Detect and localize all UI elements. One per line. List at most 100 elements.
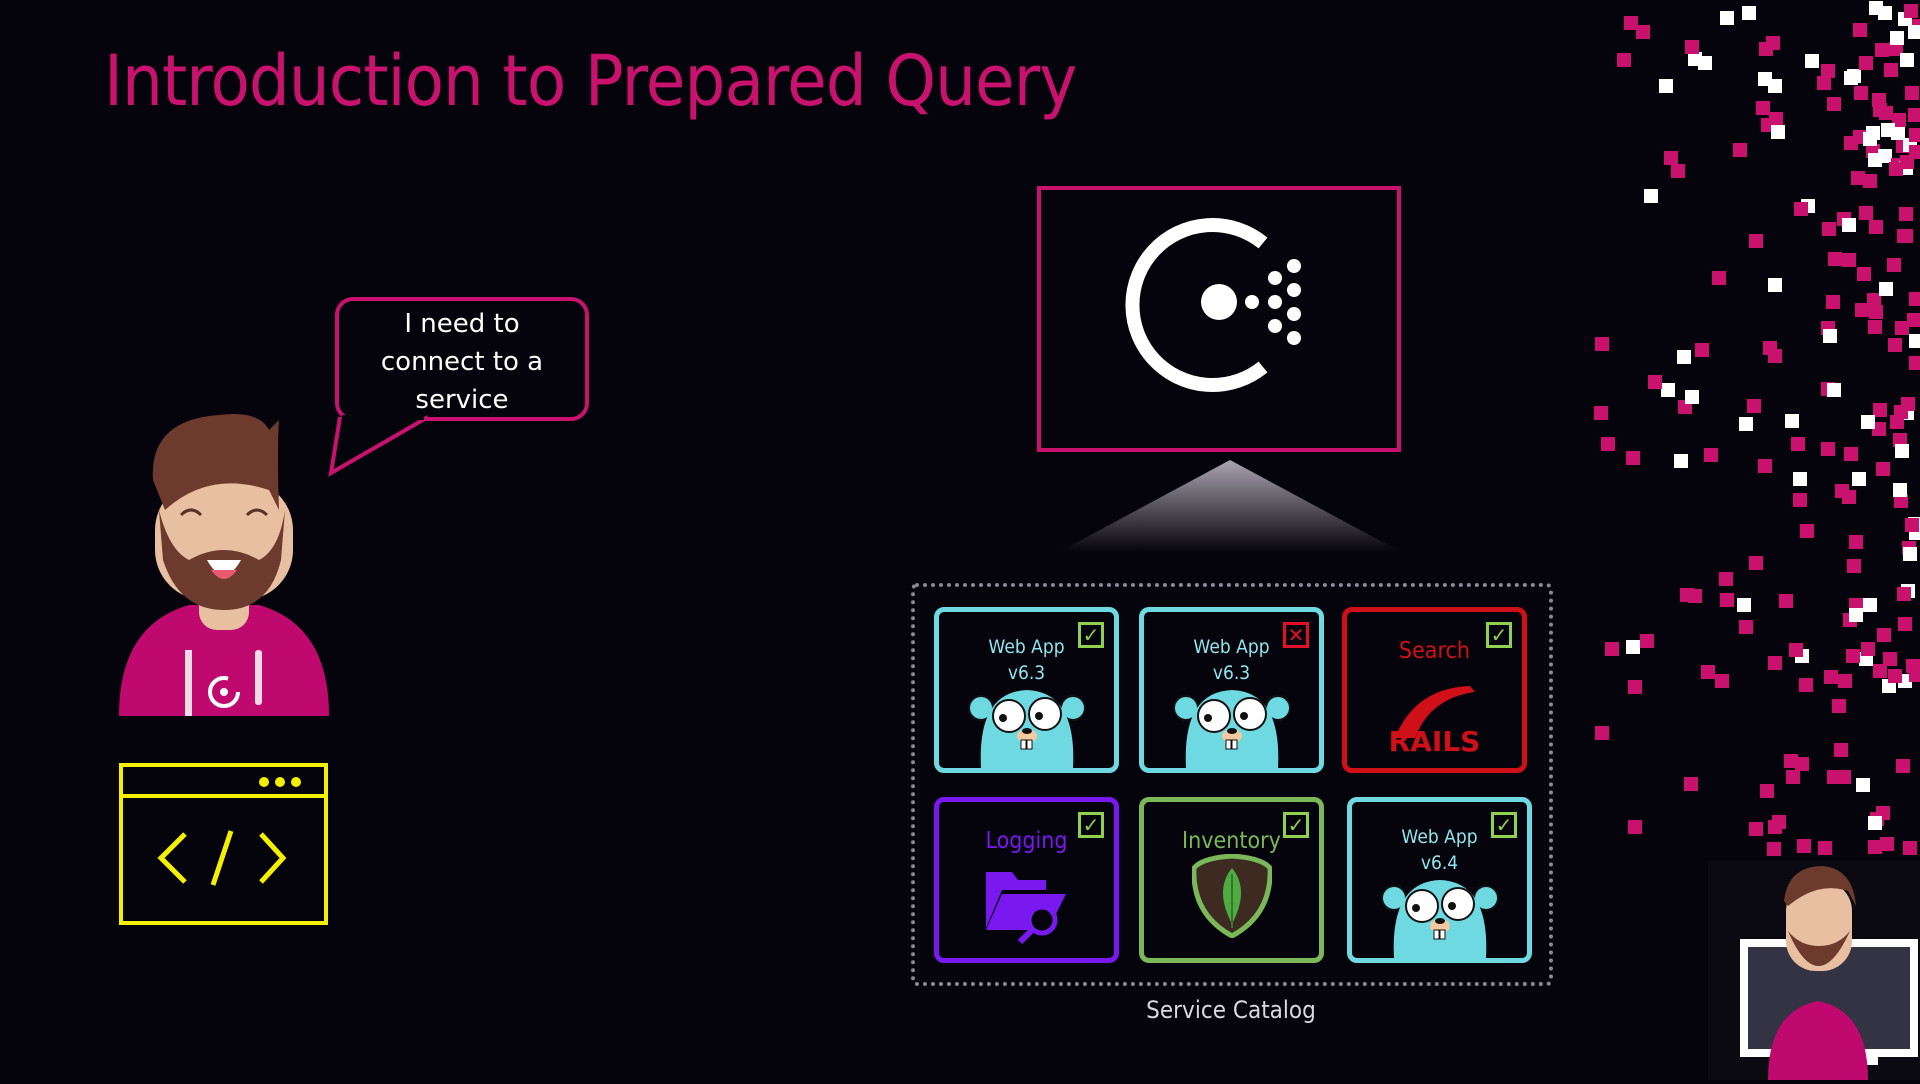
pixel-square	[1834, 743, 1848, 757]
speech-line: connect to a	[380, 347, 544, 377]
pixel-square	[1772, 815, 1786, 829]
rails-logo-text: RAILS	[1388, 725, 1481, 758]
pixel-square	[1893, 483, 1907, 497]
pixel-square	[1827, 770, 1841, 784]
pixel-square	[1883, 652, 1897, 666]
pixel-square	[1861, 642, 1875, 656]
pixel-square	[1739, 620, 1753, 634]
pixel-square	[1895, 321, 1909, 335]
pixel-square	[1909, 334, 1920, 348]
pixel-square	[1720, 11, 1734, 25]
pixel-square	[1823, 329, 1837, 343]
developer-avatar	[119, 414, 329, 716]
pixel-square	[1909, 145, 1920, 159]
consul-logo-icon	[1125, 218, 1301, 392]
pixel-square	[1628, 820, 1642, 834]
service-name: Inventory	[1182, 828, 1281, 854]
pixel-square	[1832, 699, 1846, 713]
speech-line: I need to	[404, 309, 520, 339]
pixel-square	[1901, 397, 1915, 411]
pixel-square	[1720, 593, 1734, 607]
service-version: v6.3	[1212, 662, 1251, 684]
service-card[interactable]: Logging✓	[934, 797, 1119, 963]
consul-server-box	[1037, 186, 1401, 452]
pixel-square	[1844, 447, 1858, 461]
speech-line: service	[415, 385, 509, 415]
pixel-square	[1849, 535, 1863, 549]
pixel-square	[1677, 350, 1691, 364]
pixel-square	[1795, 757, 1809, 771]
service-name: Logging	[985, 828, 1068, 854]
code-window-icon	[119, 763, 328, 925]
pixel-square	[1876, 462, 1890, 476]
pixel-square	[1892, 113, 1906, 127]
health-check-fail-icon: ✕	[1283, 622, 1309, 648]
pixel-square	[1895, 444, 1909, 458]
service-catalog-label: Service Catalog	[1146, 996, 1316, 1024]
folder-search-icon	[939, 868, 1114, 958]
pixel-square	[1875, 43, 1889, 57]
pixel-square	[1909, 292, 1920, 306]
pixel-square	[1759, 42, 1773, 56]
pixel-square	[1624, 16, 1638, 30]
service-card[interactable]: Inventory✓	[1139, 797, 1324, 963]
decorative-pixel-pattern	[1594, 1, 1920, 856]
service-card[interactable]: Search✓RAILS	[1342, 607, 1527, 773]
pixel-square	[1879, 282, 1893, 296]
pixel-square	[1827, 97, 1841, 111]
pixel-square	[1898, 617, 1912, 631]
pixel-square	[1617, 53, 1631, 67]
pixel-square	[1897, 587, 1911, 601]
pixel-square	[1909, 526, 1920, 540]
pixel-square	[1763, 341, 1777, 355]
pixel-square	[1605, 642, 1619, 656]
pixel-square	[1861, 415, 1875, 429]
pixel-square	[1881, 123, 1895, 137]
pixel-square	[1859, 56, 1873, 70]
pixel-square	[1742, 6, 1756, 20]
pixel-square	[1827, 383, 1841, 397]
pixel-square	[1749, 234, 1763, 248]
gopher-icon	[1352, 874, 1527, 958]
pixel-square	[1793, 493, 1807, 507]
pixel-square	[1842, 218, 1856, 232]
pixel-square	[1648, 375, 1662, 389]
service-name: Web App	[1401, 826, 1478, 848]
pixel-square	[1805, 54, 1819, 68]
pixel-square	[1739, 417, 1753, 431]
pixel-square	[1909, 128, 1920, 142]
pixel-square	[1890, 31, 1904, 45]
pixel-square	[1733, 143, 1747, 157]
pixel-square	[1889, 162, 1903, 176]
pixel-square	[1854, 86, 1868, 100]
pixel-square	[1900, 155, 1914, 169]
pixel-square	[1821, 64, 1835, 78]
pixel-square	[1626, 451, 1640, 465]
pixel-square	[1674, 454, 1688, 468]
pixel-square	[1888, 669, 1902, 683]
pixel-square	[1817, 76, 1831, 90]
pixel-square	[1822, 222, 1836, 236]
pixel-square	[1900, 53, 1914, 67]
pixel-square	[1671, 164, 1685, 178]
health-check-pass-icon: ✓	[1078, 622, 1104, 648]
pixel-square	[1601, 437, 1615, 451]
pixel-square	[1851, 171, 1865, 185]
pixel-square	[1899, 207, 1913, 221]
speech-bubble: I need to connect to a service	[335, 297, 589, 421]
pixel-square	[1906, 659, 1920, 673]
pixel-square	[1877, 628, 1891, 642]
pixel-square	[1849, 608, 1863, 622]
pixel-square	[1856, 778, 1870, 792]
pixel-square	[1794, 202, 1808, 216]
pixel-square	[1800, 524, 1814, 538]
pixel-square	[1719, 572, 1733, 586]
pixel-square	[1863, 598, 1877, 612]
pixel-square	[1626, 640, 1640, 654]
health-check-pass-icon: ✓	[1486, 622, 1512, 648]
pixel-square	[1737, 598, 1751, 612]
pixel-square	[1844, 136, 1858, 150]
